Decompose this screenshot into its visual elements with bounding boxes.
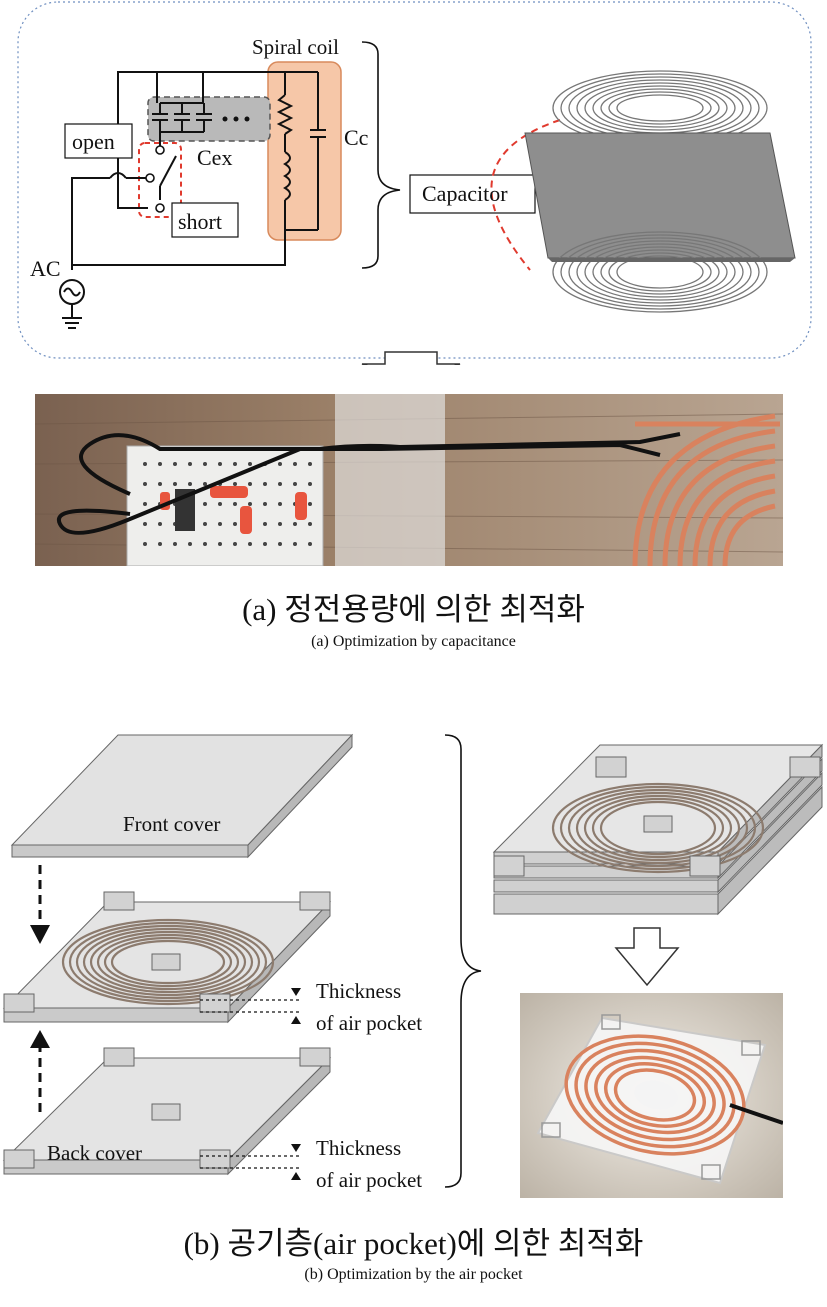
panel-a-diagram: Spiral coil open Cex Cc short AC Capacit… — [0, 0, 827, 365]
label-thickness-1-line1: Thickness — [316, 979, 401, 1003]
down-arrow-b — [616, 928, 678, 985]
caption-b-en: (b) Optimization by the air pocket — [0, 1266, 827, 1284]
middle-coil-plate — [4, 892, 330, 1022]
label-short: short — [178, 209, 222, 234]
label-thickness-2-line2: of air pocket — [316, 1168, 422, 1192]
label-cex: Cex — [197, 145, 232, 170]
caption-a-ko: (a) 정전용량에 의한 최적화 — [0, 584, 827, 629]
label-front-cover: Front cover — [123, 812, 220, 836]
acrylic-case-photo — [520, 993, 783, 1198]
label-ac: AC — [30, 256, 61, 281]
capacitor-plate — [525, 133, 795, 258]
label-open: open — [72, 129, 115, 154]
lower-spiral-coil — [553, 232, 767, 312]
label-back-cover: Back cover — [47, 1141, 142, 1165]
label-thickness-1-line2: of air pocket — [316, 1011, 422, 1035]
label-capacitor: Capacitor — [422, 181, 508, 206]
assembled-stack — [494, 745, 822, 914]
caption-b-ko: (b) 공기층(air pocket)에 의한 최적화 — [0, 1218, 827, 1263]
coil-highlight-box — [268, 62, 341, 240]
coil-brace — [362, 42, 400, 268]
label-spiral-coil: Spiral coil — [252, 35, 339, 59]
label-cc: Cc — [344, 125, 369, 150]
caption-a-en: (a) Optimization by capacitance — [0, 633, 827, 651]
breadboard-photo — [35, 394, 783, 566]
front-cover-plate — [12, 735, 352, 857]
label-thickness-2-line1: Thickness — [316, 1136, 401, 1160]
assembly-brace — [445, 735, 481, 1187]
